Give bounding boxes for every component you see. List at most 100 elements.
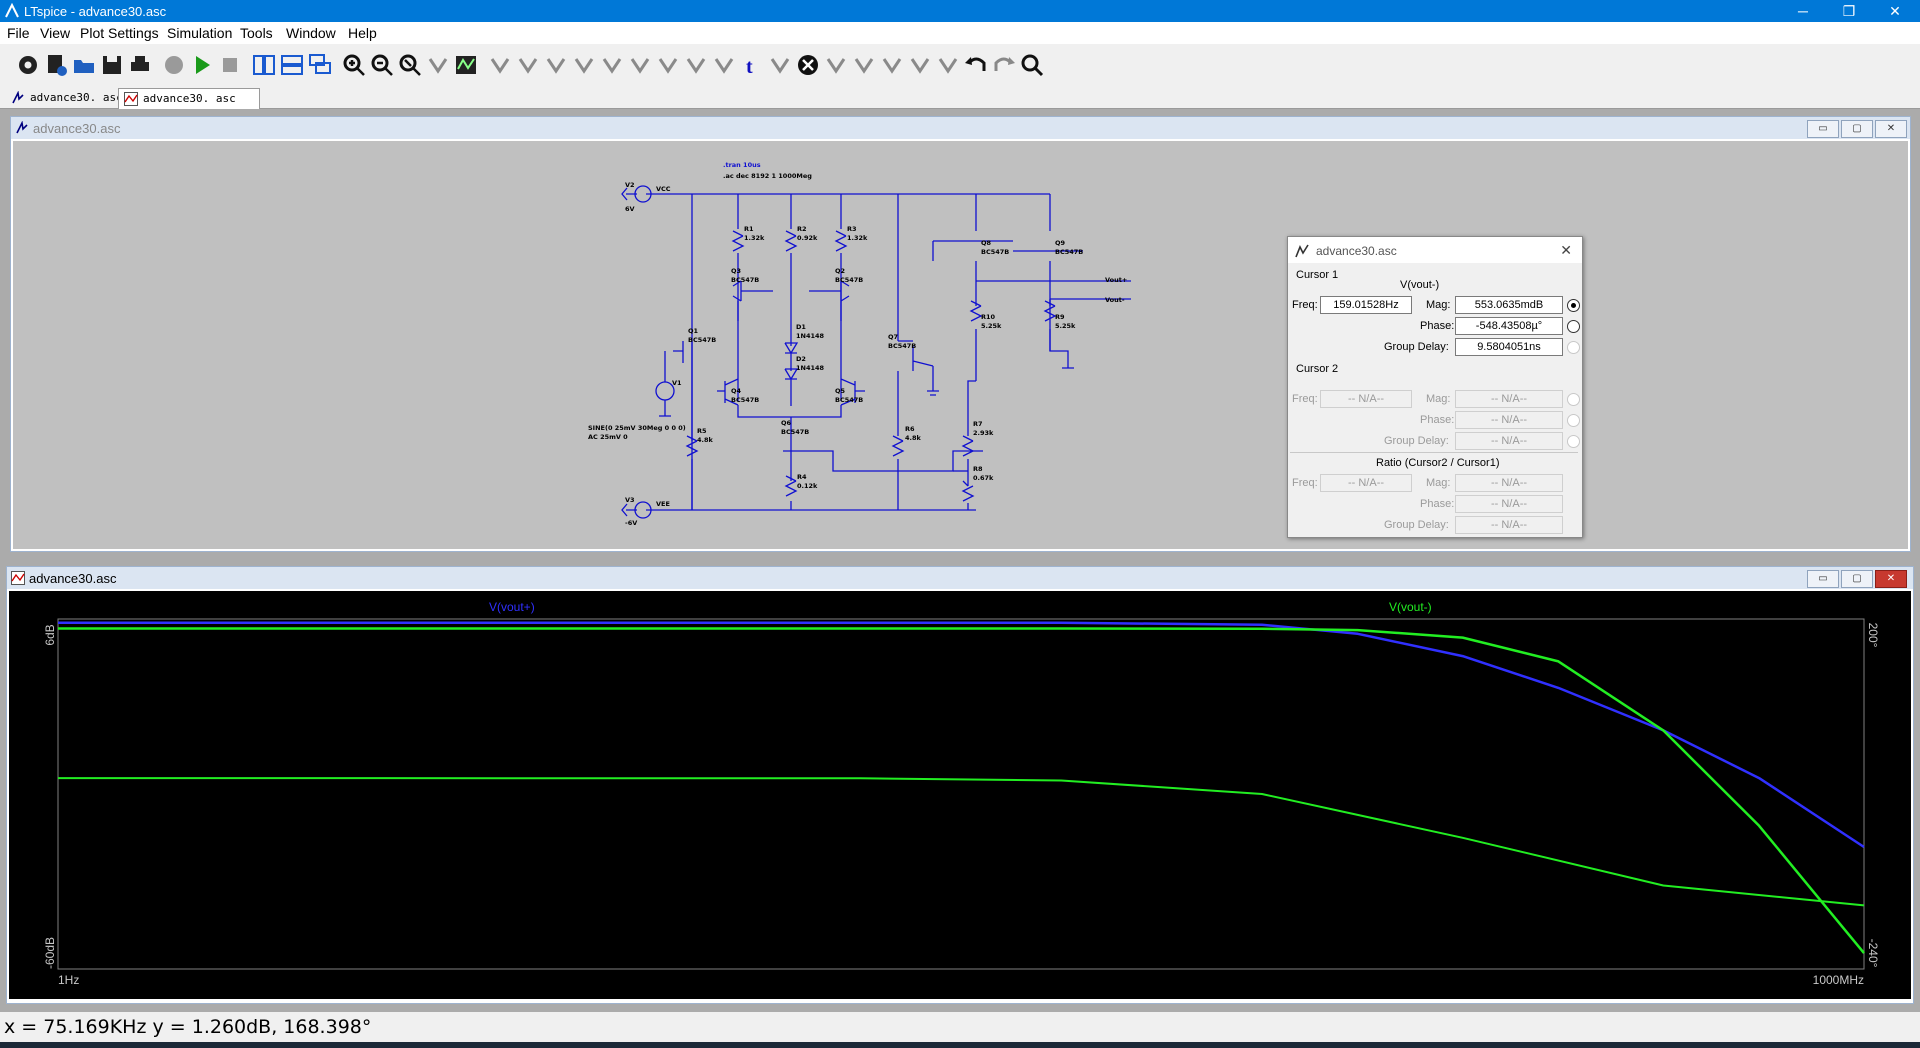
cursor1-heading: Cursor 1 bbox=[1296, 269, 1339, 281]
cursor1-freq-field[interactable]: 159.01528Hz bbox=[1320, 296, 1412, 314]
component-value-r2: 0.92k bbox=[797, 234, 818, 242]
schematic-minimize-button[interactable]: ▭ bbox=[1807, 120, 1839, 138]
waveform-icon bbox=[124, 92, 138, 106]
tab-schematic[interactable]: advance30. asc bbox=[6, 88, 144, 108]
waveform-close-button[interactable]: ✕ bbox=[1875, 570, 1907, 588]
schematic-icon bbox=[16, 121, 28, 134]
cascade-icon[interactable] bbox=[306, 51, 334, 79]
cursor2-freq-field[interactable]: -- N/A-- bbox=[1320, 390, 1412, 408]
restore-button[interactable]: ❐ bbox=[1842, 3, 1856, 19]
component-value-q2: BC547B bbox=[835, 276, 863, 284]
new-schematic-icon[interactable] bbox=[42, 51, 70, 79]
ratio-gd-label: Group Delay: bbox=[1384, 519, 1449, 531]
tab-label: advance30. asc bbox=[30, 91, 123, 104]
cursor2-mag-radio[interactable] bbox=[1567, 393, 1580, 406]
text-icon[interactable]: t bbox=[738, 51, 766, 79]
ground-icon[interactable] bbox=[514, 51, 542, 79]
schematic-close-button[interactable]: ✕ bbox=[1875, 120, 1907, 138]
autorange-icon[interactable] bbox=[424, 51, 452, 79]
cursor2-mag-field[interactable]: -- N/A-- bbox=[1455, 390, 1563, 408]
waveform-minimize-button[interactable]: ▭ bbox=[1807, 570, 1839, 588]
cursor2-phase-label: Phase: bbox=[1420, 414, 1455, 426]
schematic-canvas[interactable]: .tran 10us .ac dec 8192 1 1000Meg V2 6V … bbox=[13, 141, 1908, 549]
rotate-icon[interactable] bbox=[906, 51, 934, 79]
menu-help[interactable]: Help bbox=[348, 25, 377, 41]
save-icon[interactable] bbox=[98, 51, 126, 79]
cursor1-gd-radio[interactable] bbox=[1567, 341, 1580, 354]
waveform-window: advance30.asc ▭ ▢ ✕ V(vout+) V(vout-) 1H… bbox=[6, 566, 1914, 1004]
cursor1-gd-field[interactable]: 9.5804051ns bbox=[1455, 338, 1563, 356]
circuit-diagram: .tran 10us .ac dec 8192 1 1000Meg V2 6V … bbox=[588, 161, 1131, 527]
spice-directive-icon[interactable] bbox=[766, 51, 794, 79]
ratio-freq-field[interactable]: -- N/A-- bbox=[1320, 474, 1412, 492]
component-value-r3: 1.32k bbox=[847, 234, 868, 242]
menu-view[interactable]: View bbox=[40, 25, 71, 41]
tile-horizontal-icon[interactable] bbox=[278, 51, 306, 79]
schematic-maximize-button[interactable]: ▢ bbox=[1841, 120, 1873, 138]
run-icon[interactable] bbox=[188, 51, 216, 79]
component-value-r4: 0.12k bbox=[797, 482, 818, 490]
waveform-plot[interactable]: V(vout+) V(vout-) 1Hz 1000MHz 6dB -60dB … bbox=[9, 591, 1911, 999]
zoom-out-icon[interactable] bbox=[368, 51, 396, 79]
zoom-in-icon[interactable] bbox=[340, 51, 368, 79]
zoom-fit-icon[interactable] bbox=[396, 51, 424, 79]
component-ref-q8: Q8 bbox=[981, 239, 992, 247]
stop-icon[interactable] bbox=[216, 51, 244, 79]
component-ref-r9: R9 bbox=[1055, 313, 1065, 321]
component-value-r9: 5.25k bbox=[1055, 322, 1076, 330]
component-icon[interactable] bbox=[682, 51, 710, 79]
cursor1-mag-radio[interactable] bbox=[1567, 299, 1580, 312]
menu-window[interactable]: Window bbox=[286, 25, 336, 41]
tab-waveform[interactable]: advance30. asc bbox=[118, 88, 260, 109]
cursor2-phase-radio[interactable] bbox=[1567, 414, 1580, 427]
cursor1-phase-radio[interactable] bbox=[1567, 320, 1580, 333]
mirror-icon[interactable] bbox=[934, 51, 962, 79]
waveform-maximize-button[interactable]: ▢ bbox=[1841, 570, 1873, 588]
ratio-mag-field[interactable]: -- N/A-- bbox=[1455, 474, 1563, 492]
ratio-phase-field[interactable]: -- N/A-- bbox=[1455, 495, 1563, 513]
wire-icon[interactable] bbox=[486, 51, 514, 79]
ratio-gd-field[interactable]: -- N/A-- bbox=[1455, 516, 1563, 534]
waveform-icon[interactable] bbox=[452, 51, 480, 79]
cursor2-phase-field[interactable]: -- N/A-- bbox=[1455, 411, 1563, 429]
halt-icon[interactable] bbox=[160, 51, 188, 79]
close-button[interactable]: ✕ bbox=[1889, 3, 1901, 19]
duplicate-icon[interactable] bbox=[822, 51, 850, 79]
capacitor-icon[interactable] bbox=[598, 51, 626, 79]
component-ref-r6: R6 bbox=[905, 425, 915, 433]
cursor1-phase-field[interactable]: -548.43508µ° bbox=[1455, 317, 1563, 335]
cursor2-gd-field[interactable]: -- N/A-- bbox=[1455, 432, 1563, 450]
menu-file[interactable]: File bbox=[7, 25, 30, 41]
tile-vertical-icon[interactable] bbox=[250, 51, 278, 79]
menu-simulation[interactable]: Simulation bbox=[167, 25, 233, 41]
inductor-icon[interactable] bbox=[626, 51, 654, 79]
redo-icon[interactable] bbox=[990, 51, 1018, 79]
move-icon[interactable] bbox=[850, 51, 878, 79]
menu-plot-settings[interactable]: Plot Settings bbox=[80, 25, 159, 41]
print-icon[interactable] bbox=[126, 51, 154, 79]
delete-icon[interactable] bbox=[794, 51, 822, 79]
drag-icon[interactable] bbox=[878, 51, 906, 79]
component-ref-d1: D1 bbox=[796, 323, 806, 331]
menu-tools[interactable]: Tools bbox=[240, 25, 273, 41]
open-icon[interactable] bbox=[70, 51, 98, 79]
settings-icon[interactable] bbox=[14, 51, 42, 79]
ratio-phase-label: Phase: bbox=[1420, 498, 1455, 510]
minimize-button[interactable]: ─ bbox=[1798, 3, 1808, 19]
cursor-dialog-close-button[interactable]: ✕ bbox=[1560, 242, 1572, 258]
diode-icon[interactable] bbox=[654, 51, 682, 79]
v1-name: V1 bbox=[672, 379, 682, 387]
cursor2-gd-radio[interactable] bbox=[1567, 435, 1580, 448]
undo-icon[interactable] bbox=[962, 51, 990, 79]
component-ref-q9: Q9 bbox=[1055, 239, 1066, 247]
cursor2-gd-label: Group Delay: bbox=[1384, 435, 1449, 447]
net-name-icon[interactable] bbox=[710, 51, 738, 79]
label-net-icon[interactable] bbox=[542, 51, 570, 79]
component-value-r8: 0.67k bbox=[973, 474, 994, 482]
cursor1-mag-field[interactable]: 553.0635mdB bbox=[1455, 296, 1563, 314]
resistor-icon[interactable] bbox=[570, 51, 598, 79]
svg-text:t: t bbox=[746, 56, 753, 78]
y-tick-top-db: 6dB bbox=[43, 624, 57, 645]
find-icon[interactable] bbox=[1018, 51, 1046, 79]
component-ref-r3: R3 bbox=[847, 225, 857, 233]
